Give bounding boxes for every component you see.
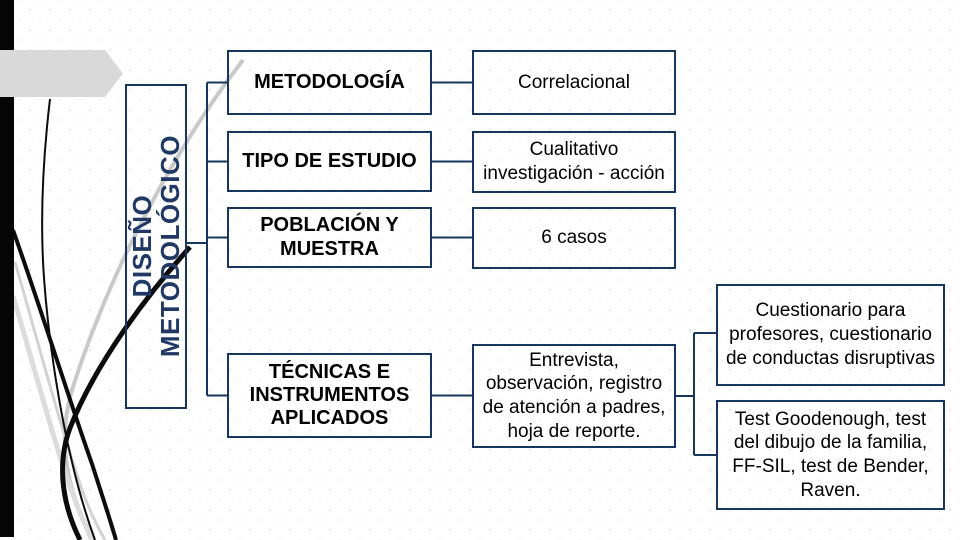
box-poblacion-y-muestra: POBLACIÓN Y MUESTRA (227, 207, 432, 268)
box-tests-text: Test Goodenough, test del dibujo de la f… (732, 408, 929, 501)
box-tipo-de-estudio: TIPO DE ESTUDIO (227, 131, 432, 192)
box-cuestionarios-text: Cuestionario para profesores, cuestionar… (725, 300, 936, 369)
box-cualitativo-text: Cualitativo investigación - acción (483, 139, 665, 184)
vertical-title: DISEÑO METODOLÓGICO (126, 135, 186, 358)
box-tests: Test Goodenough, test del dibujo de la f… (716, 400, 945, 510)
left-accent-bar (0, 0, 14, 537)
box-tipo-de-estudio-label: TIPO DE ESTUDIO (242, 149, 417, 172)
box-poblacion-y-muestra-label: POBLACIÓN Y MUESTRA (260, 214, 399, 260)
left-arrow-shape (0, 50, 123, 97)
box-6-casos: 6 casos (472, 207, 676, 269)
box-entrevista-text: Entrevista, observación, registro de ate… (482, 349, 666, 442)
box-correlacional: Correlacional (472, 50, 676, 115)
box-metodologia-label: METODOLOGÍA (254, 70, 405, 93)
vertical-title-box: DISEÑO METODOLÓGICO (125, 84, 187, 409)
box-cualitativo: Cualitativo investigación - acción (472, 131, 676, 193)
box-6-casos-text: 6 casos (541, 227, 607, 249)
box-tecnicas-e-instrumentos-label: TÉCNICAS E INSTRUMENTOS APLICADOS (249, 360, 410, 430)
box-entrevista: Entrevista, observación, registro de ate… (472, 344, 676, 448)
box-cuestionarios: Cuestionario para profesores, cuestionar… (716, 284, 945, 386)
box-metodologia: METODOLOGÍA (227, 50, 432, 115)
box-correlacional-text: Correlacional (518, 71, 630, 93)
box-tecnicas-e-instrumentos: TÉCNICAS E INSTRUMENTOS APLICADOS (227, 353, 432, 438)
